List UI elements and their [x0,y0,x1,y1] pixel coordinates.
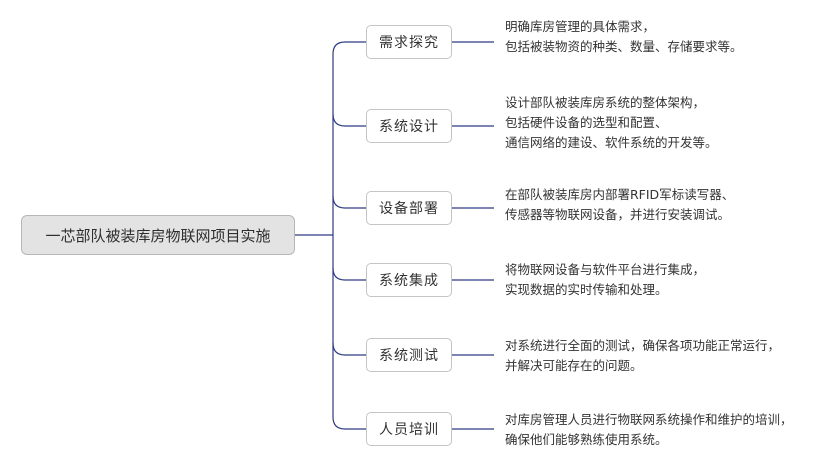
detail-system-testing[interactable]: 对系统进行全面的测试，确保各项功能正常运行， 并解决可能存在的问题。 [505,336,780,376]
trunk-connector [332,41,346,430]
branch-label: 设备部署 [379,201,439,217]
branch-label: 系统设计 [379,119,439,135]
detail-line: 设计部队被装库房系统的整体架构， [505,95,706,110]
branch-connector-5 [332,342,366,356]
detail-line: 传感器等物联网设备，并进行安装调试。 [505,207,731,222]
root-topic[interactable]: 一芯部队被装库房物联网项目实施 [21,215,295,255]
detail-staff-training[interactable]: 对库房管理人员进行物联网系统操作和维护的培训， 确保他们能够熟练使用系统。 [505,410,793,450]
detail-line: 实现数据的实时传输和处理。 [505,282,668,297]
detail-line: 包括被装物资的种类、数量、存储要求等。 [505,39,743,54]
detail-line: 明确库房管理的具体需求， [505,19,656,34]
branch-label: 系统测试 [379,348,439,364]
detail-line: 对系统进行全面的测试，确保各项功能正常运行， [505,338,781,353]
branch-device-deployment[interactable]: 设备部署 [366,191,452,225]
root-topic-label: 一芯部队被装库房物联网项目实施 [45,226,271,245]
detail-system-integration[interactable]: 将物联网设备与软件平台进行集成， 实现数据的实时传输和处理。 [505,260,705,300]
detail-line: 将物联网设备与软件平台进行集成， [505,262,706,277]
branch-system-testing[interactable]: 系统测试 [366,338,452,372]
branch-system-integration[interactable]: 系统集成 [366,263,452,297]
detail-line: 包括硬件设备的选型和配置、 [505,115,668,130]
detail-system-design[interactable]: 设计部队被装库房系统的整体架构， 包括硬件设备的选型和配置、 通信网络的建设、软… [505,93,718,153]
detail-line: 在部队被装库房内部署RFID军标读写器、 [505,187,735,202]
detail-line: 对库房管理人员进行物联网系统操作和维护的培训， [505,412,793,427]
branch-label: 需求探究 [379,35,439,51]
branch-label: 人员培训 [379,422,439,438]
branch-connector-4 [332,267,366,281]
detail-line: 通信网络的建设、软件系统的开发等。 [505,135,718,150]
branch-connector-2 [332,113,366,127]
branch-requirements[interactable]: 需求探究 [366,25,452,59]
detail-device-deployment[interactable]: 在部队被装库房内部署RFID军标读写器、 传感器等物联网设备，并进行安装调试。 [505,185,734,225]
detail-line: 确保他们能够熟练使用系统。 [505,432,668,447]
branch-label: 系统集成 [379,273,439,289]
branch-connector-3 [332,195,366,209]
branch-staff-training[interactable]: 人员培训 [366,412,452,446]
branch-system-design[interactable]: 系统设计 [366,109,452,143]
detail-requirements[interactable]: 明确库房管理的具体需求， 包括被装物资的种类、数量、存储要求等。 [505,17,743,57]
detail-line: 并解决可能存在的问题。 [505,358,643,373]
